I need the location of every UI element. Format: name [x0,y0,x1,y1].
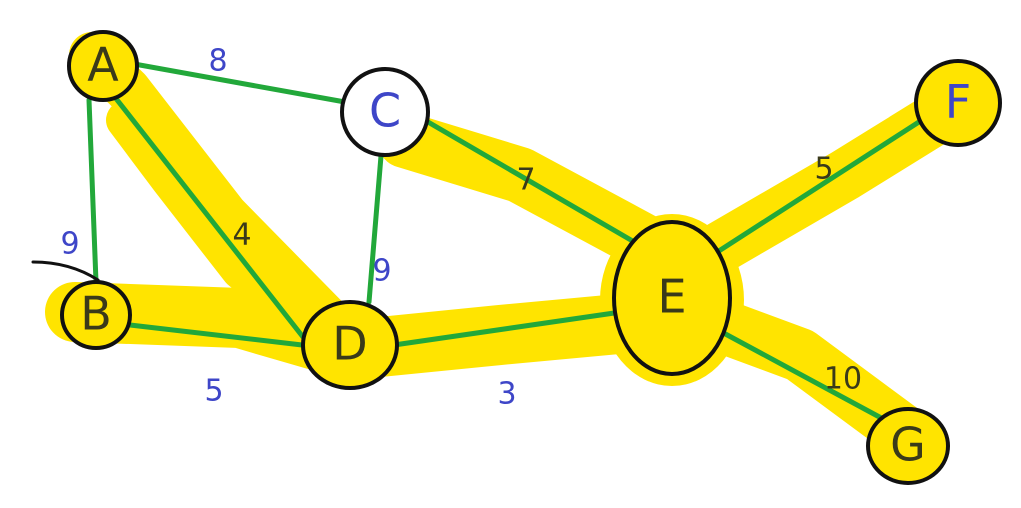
node-outline [301,300,399,390]
edge-weight-label: 7 [516,163,535,198]
node-layer: A B C D E F G [60,30,1002,485]
node-d: D [301,300,399,390]
node-a: A [67,30,139,102]
node-label: E [657,270,686,324]
edge-b-d [127,322,305,348]
edge-c-d [366,153,384,305]
edge-a-c [120,59,348,105]
edge-e-f [705,117,925,261]
edge-c-e [425,119,651,253]
node-label: A [87,38,119,92]
node-label: C [369,84,401,138]
node-f: F [914,59,1002,147]
edge-weight-label: 4 [232,218,251,253]
node-outline [612,220,732,376]
node-outline [866,407,950,485]
node-label: B [80,287,112,341]
edge-e-g [715,327,888,423]
edge-weight-label: 9 [60,227,79,262]
node-outline [914,59,1002,147]
edge-a-d [111,93,306,340]
edge-weight-label: 9 [372,254,391,289]
node-c: C [340,67,430,157]
edge-weight-label: 5 [814,152,833,187]
node-outline [340,67,430,157]
edge-weight-label: 5 [204,374,223,409]
weight-layer: 8 9 4 9 7 5 3 5 10 [60,44,862,412]
edge-weight-label: 10 [824,362,862,397]
pen-mark [31,260,100,282]
edge-d-e [391,308,631,348]
node-label: D [332,317,367,371]
node-label: F [945,75,971,129]
node-b: B [60,280,132,350]
node-label: G [890,418,926,472]
node-outline [60,280,132,350]
node-g: G [866,407,950,485]
edge-a-b [86,97,99,285]
node-e: E [612,220,732,376]
edge-weight-label: 3 [497,377,516,412]
node-outline [67,30,139,102]
edge-weight-label: 8 [208,44,227,79]
edge-layer [31,59,925,423]
